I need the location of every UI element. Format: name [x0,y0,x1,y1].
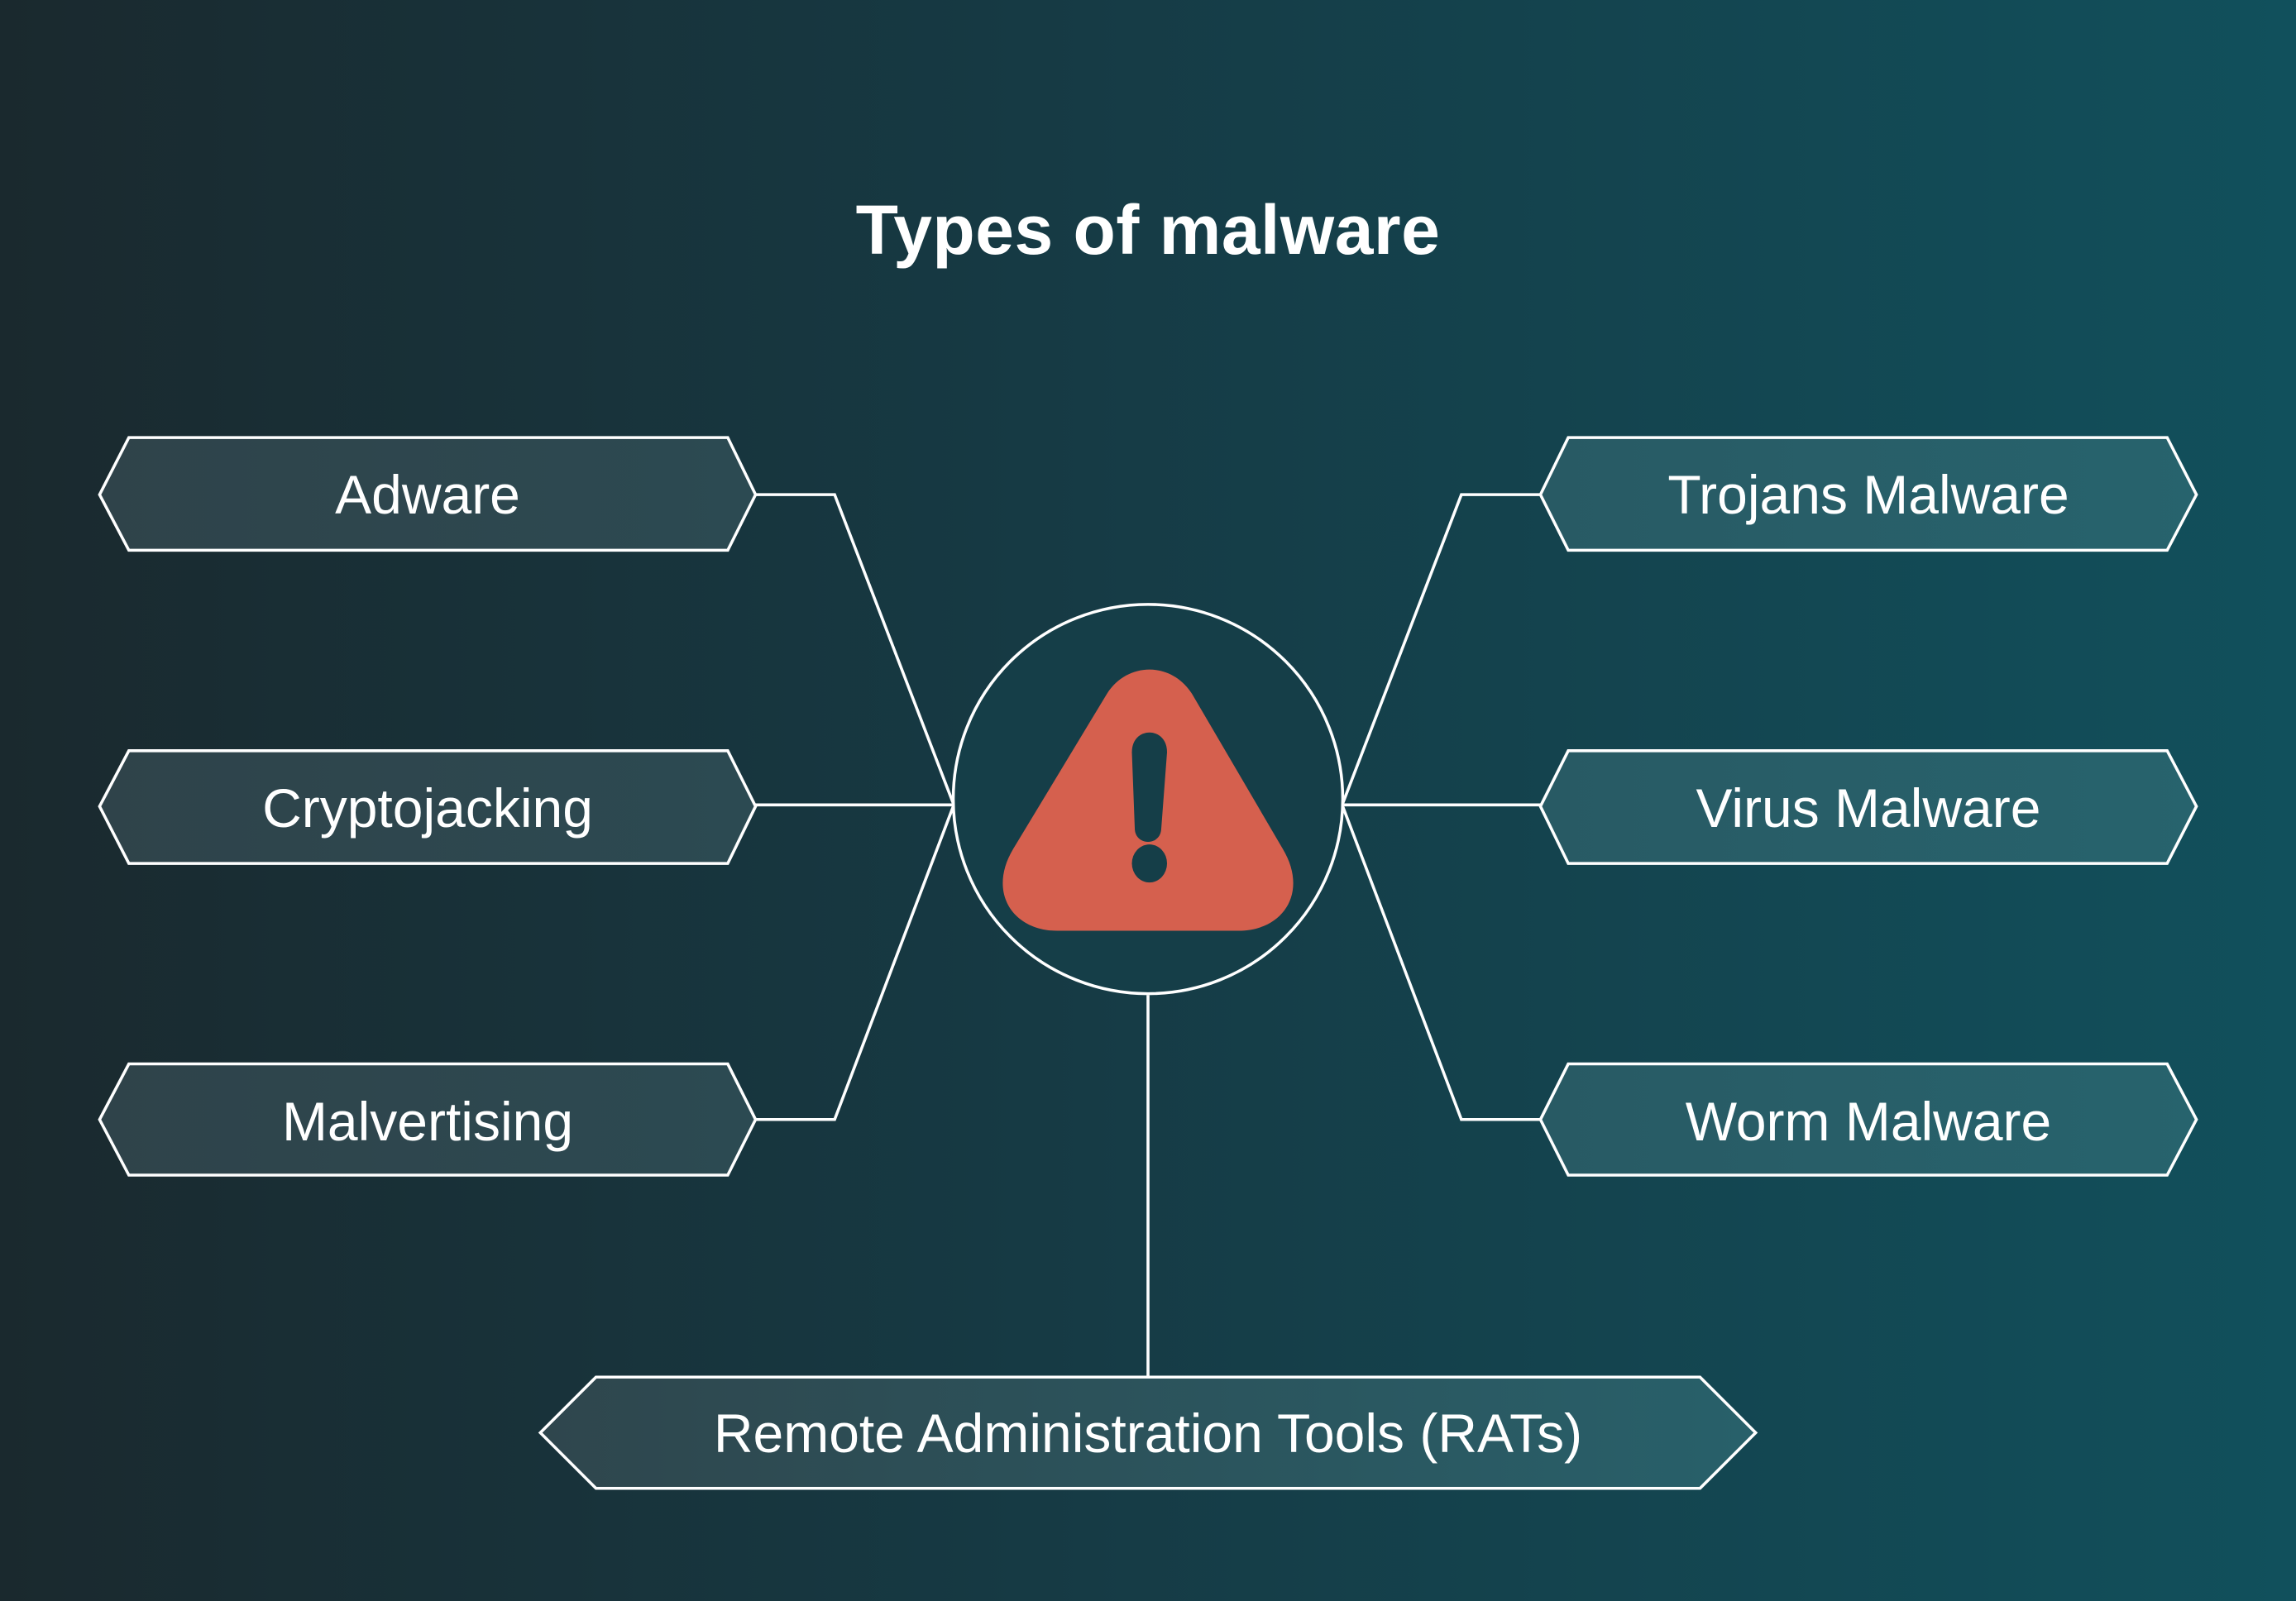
box-cryptojacking [98,749,758,865]
warning-triangle-icon [1002,669,1294,931]
label-trojans-malware: Trojans Malware [1667,463,2069,525]
label-malvertising: Malvertising [281,1090,574,1152]
label-virus-malware: Virus Malware [1696,777,2041,839]
label-adware: Adware [335,463,520,525]
label-rats: Remote Administration Tools (RATs) [713,1403,1583,1464]
box-malvertising [98,1062,758,1177]
page-title: Types of malware [855,191,1441,269]
box-rats [538,1375,1758,1490]
right-connectors [1341,493,1541,1121]
box-adware [98,436,758,552]
box-virus [1538,749,2198,865]
label-cryptojacking: Cryptojacking [262,777,593,839]
label-worm-malware: Worm Malware [1685,1090,2052,1152]
box-trojans [1538,436,2198,552]
left-connectors [755,493,955,1121]
box-worm [1538,1062,2198,1177]
